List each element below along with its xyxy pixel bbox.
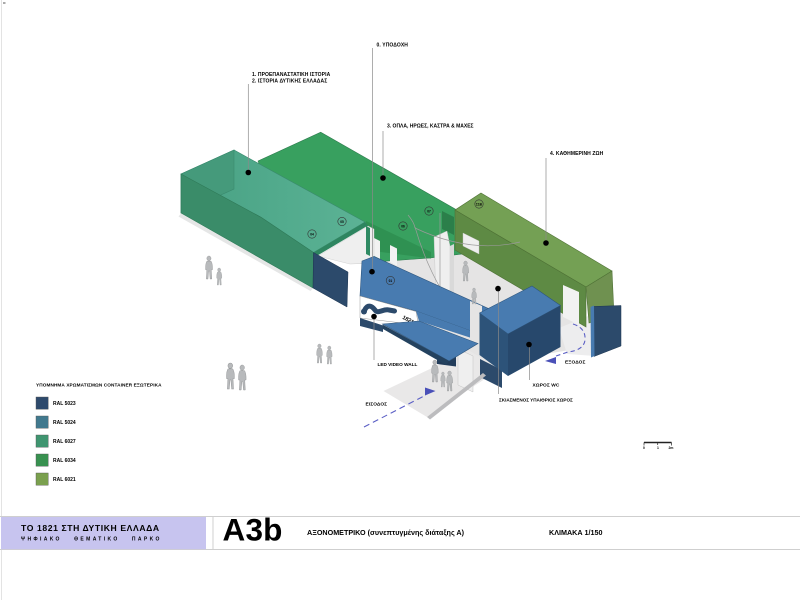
svg-text:05: 05	[340, 220, 344, 224]
svg-text:RAL 5024: RAL 5024	[53, 420, 76, 426]
svg-text:ΑΞΟΝΟΜΕΤΡΙΚΟ (συνεπτυγμένης δι: ΑΞΟΝΟΜΕΤΡΙΚΟ (συνεπτυγμένης διάταξης Α)	[307, 528, 465, 537]
svg-text:0. ΥΠΟΔΟΧΗ: 0. ΥΠΟΔΟΧΗ	[377, 43, 409, 49]
svg-text:1821: 1821	[401, 315, 415, 326]
svg-text:ΕΙΣΟΔΟΣ: ΕΙΣΟΔΟΣ	[366, 402, 388, 408]
svg-text:1: 1	[657, 446, 659, 450]
svg-text:ΥΠΟΜΝΗΜΑ ΧΡΩΜΑΤΙΣΜΩΝ CONTAINER: ΥΠΟΜΝΗΜΑ ΧΡΩΜΑΤΙΣΜΩΝ CONTAINER ΕΞΩΤΕΡΙΚΑ	[36, 383, 162, 388]
svg-text:0: 0	[643, 446, 645, 450]
svg-text:1. ΠΡΟΕΠΑΝΑΣΤΑΤΙΚΗ ΙΣΤΟΡΙΑ: 1. ΠΡΟΕΠΑΝΑΣΤΑΤΙΚΗ ΙΣΤΟΡΙΑ	[252, 72, 331, 78]
svg-text:RAL 6021: RAL 6021	[53, 477, 76, 483]
svg-text:01: 01	[389, 279, 393, 283]
svg-text:Σ1Β: Σ1Β	[476, 202, 483, 206]
svg-text:RAL 6027: RAL 6027	[53, 439, 76, 445]
svg-text:ΚΛΙΜΑΚΑ 1/150: ΚΛΙΜΑΚΑ 1/150	[549, 528, 603, 537]
svg-text:LED VIDEO WALL: LED VIDEO WALL	[378, 362, 418, 367]
svg-text:ΣΚΙΑΣΜΕΝΟΣ ΥΠΑΙΘΡΙΟΣ ΧΩΡΟΣ: ΣΚΙΑΣΜΕΝΟΣ ΥΠΑΙΘΡΙΟΣ ΧΩΡΟΣ	[499, 398, 573, 403]
svg-text:RAL 5023: RAL 5023	[53, 401, 76, 407]
svg-text:ΕΞΟΔΟΣ: ΕΞΟΔΟΣ	[565, 360, 585, 366]
svg-text:ΤΟ 1821 ΣΤΗ ΔΥΤΙΚΗ ΕΛΛΑΔΑ: ΤΟ 1821 ΣΤΗ ΔΥΤΙΚΗ ΕΛΛΑΔΑ	[21, 523, 160, 533]
svg-text:4. ΚΑΘΗΜΕΡΙΝΗ ΖΩΗ: 4. ΚΑΘΗΜΕΡΙΝΗ ΖΩΗ	[550, 151, 604, 157]
svg-text:A3b: A3b	[223, 512, 283, 548]
svg-text:ΧΩΡΟΣ WC: ΧΩΡΟΣ WC	[533, 383, 560, 389]
svg-text:RAL 6034: RAL 6034	[53, 458, 76, 464]
svg-text:3. ΟΠΛΑ, ΗΡΩΕΣ, ΚΑΣΤΡΑ & ΜΑΧΕΣ: 3. ΟΠΛΑ, ΗΡΩΕΣ, ΚΑΣΤΡΑ & ΜΑΧΕΣ	[387, 124, 474, 130]
svg-text:2. ΙΣΤΟΡΙΑ ΔΥΤΙΚΗΣ ΕΛΛΑΔΑΣ: 2. ΙΣΤΟΡΙΑ ΔΥΤΙΚΗΣ ΕΛΛΑΔΑΣ	[252, 79, 327, 85]
svg-text:ΨΗΦΙΑΚΟ ΘΕΜΑΤΙΚΟ ΠΑΡΚΟ: ΨΗΦΙΑΚΟ ΘΕΜΑΤΙΚΟ ΠΑΡΚΟ	[21, 537, 162, 543]
svg-text:04: 04	[310, 232, 314, 236]
svg-text:06: 06	[401, 224, 405, 228]
svg-text:07: 07	[427, 209, 431, 213]
svg-text:2m: 2m	[669, 446, 674, 450]
